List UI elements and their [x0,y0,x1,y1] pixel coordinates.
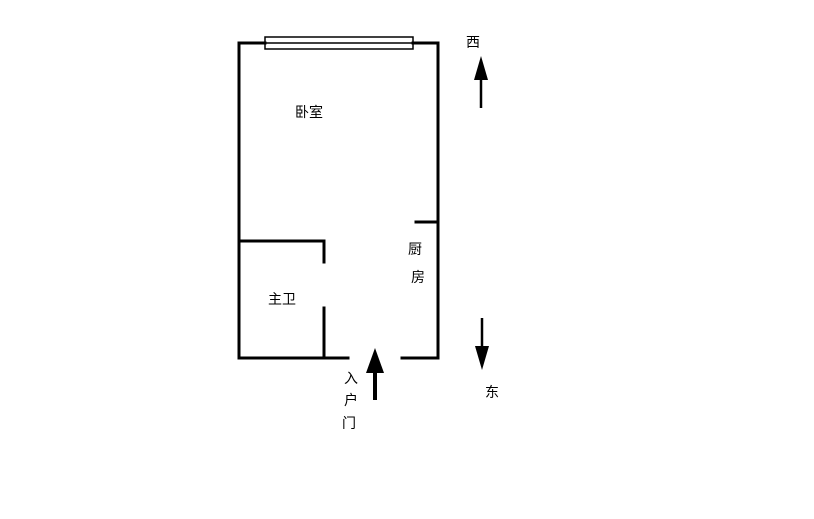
window [264,36,414,50]
entrance-label-2: 户 [344,392,358,409]
bathroom-label: 主卫 [268,292,296,308]
west-arrow [474,56,488,108]
east-label: 东 [485,385,499,401]
entrance-arrow [366,348,384,400]
east-arrow [475,318,489,370]
west-label: 西 [466,35,480,51]
kitchen-label-2: 房 [411,270,425,286]
bedroom-label: 卧室 [295,104,323,121]
entrance-label-3: 门 [342,416,356,432]
entrance-label-1: 入 [344,371,358,387]
kitchen-label-1: 厨 [408,242,422,258]
